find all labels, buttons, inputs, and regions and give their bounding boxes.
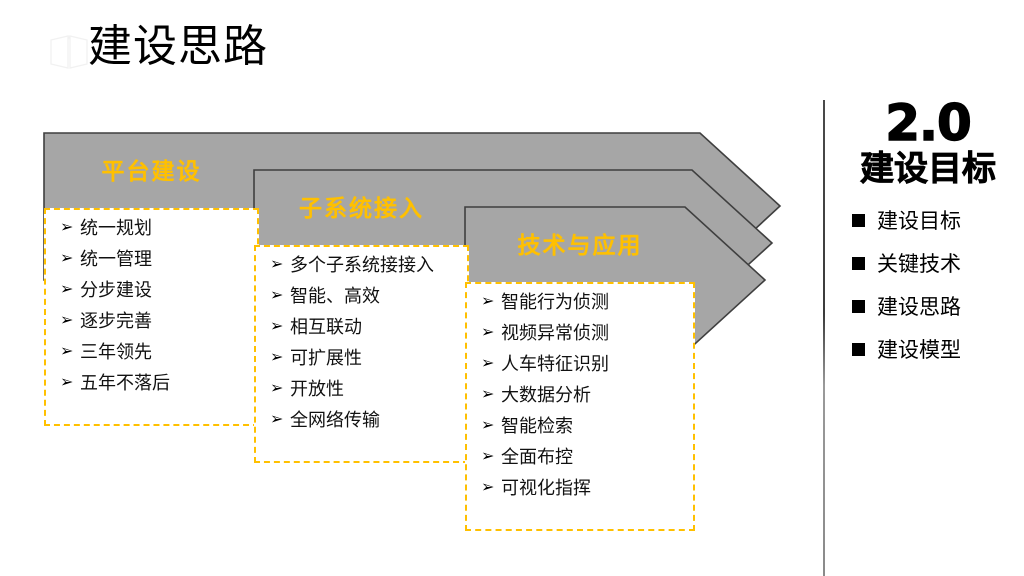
arrow-bullet-icon: ➢ — [481, 477, 495, 496]
sidebar-item-jianshemubiao[interactable]: 建设目标 — [852, 205, 1018, 235]
open-book-icon — [50, 35, 88, 69]
list-item[interactable]: ➢ 逐步完善 — [46, 310, 257, 331]
list-item-label: 统一规划 — [80, 218, 152, 238]
arrow-bullet-icon: ➢ — [270, 409, 284, 428]
list-item-label: 分步建设 — [80, 280, 152, 300]
list-item-label: 多个子系统接接入 — [290, 255, 434, 275]
list-item-label: 相互联动 — [290, 317, 362, 337]
list-item-label: 可视化指挥 — [501, 478, 591, 498]
list-item[interactable]: ➢ 全网络传输 — [256, 409, 467, 430]
arrow-bullet-icon: ➢ — [270, 347, 284, 366]
arrow-bullet-icon: ➢ — [481, 446, 495, 465]
square-bullet-icon — [852, 342, 865, 356]
arrow-bullet-icon: ➢ — [481, 291, 495, 310]
flow-list-2: ➢ 多个子系统接接入 ➢ 智能、高效 ➢ 相互联动 ➢ 可扩展性 ➢ 开放性 ➢… — [254, 245, 469, 463]
sidebar-item-jianshesilu[interactable]: 建设思路 — [852, 291, 1018, 321]
square-bullet-icon — [852, 256, 865, 270]
arrow-bullet-icon: ➢ — [270, 285, 284, 304]
sidebar-item-label: 建设目标 — [877, 210, 961, 234]
arrow-bullet-icon: ➢ — [481, 384, 495, 403]
list-item-label: 逐步完善 — [80, 311, 152, 331]
arrow-bullet-icon: ➢ — [60, 217, 74, 236]
page-title: 建设思路 — [88, 22, 268, 71]
sidebar-item-jianshemoxing[interactable]: 建设模型 — [852, 334, 1018, 364]
flow-header-1: 平台建设 — [101, 158, 202, 184]
list-item-label: 三年领先 — [80, 342, 152, 362]
list-item-label: 五年不落后 — [80, 373, 170, 393]
list-item[interactable]: ➢ 统一规划 — [46, 217, 257, 238]
sidebar-divider — [823, 100, 825, 576]
list-item[interactable]: ➢ 视频异常侦测 — [467, 322, 693, 343]
sidebar-item-label: 建设思路 — [877, 296, 961, 320]
arrow-bullet-icon: ➢ — [481, 415, 495, 434]
sidebar-heading: 建设目标 — [860, 150, 997, 189]
square-bullet-icon — [852, 299, 865, 313]
arrow-bullet-icon: ➢ — [481, 353, 495, 372]
arrow-bullet-icon: ➢ — [60, 279, 74, 298]
arrow-bullet-icon: ➢ — [60, 372, 74, 391]
list-item[interactable]: ➢ 分步建设 — [46, 279, 257, 300]
list-item[interactable]: ➢ 智能、高效 — [256, 285, 467, 306]
square-bullet-icon — [852, 213, 865, 227]
list-item-label: 可扩展性 — [290, 348, 362, 368]
list-item-label: 统一管理 — [80, 249, 152, 269]
list-item[interactable]: ➢ 可视化指挥 — [467, 477, 693, 498]
list-item[interactable]: ➢ 统一管理 — [46, 248, 257, 269]
list-item-label: 智能行为侦测 — [501, 292, 609, 312]
list-item[interactable]: ➢ 全面布控 — [467, 446, 693, 467]
list-item-label: 全网络传输 — [290, 410, 380, 430]
arrow-bullet-icon: ➢ — [270, 254, 284, 273]
sidebar-version-number: 2.0 — [885, 94, 973, 152]
arrow-bullet-icon: ➢ — [481, 322, 495, 341]
arrow-bullet-icon: ➢ — [270, 316, 284, 335]
flow-list-1: ➢ 统一规划 ➢ 统一管理 ➢ 分步建设 ➢ 逐步完善 ➢ 三年领先 ➢ 五年不… — [44, 208, 259, 426]
arrow-bullet-icon: ➢ — [60, 248, 74, 267]
sidebar-item-guanjianjishu[interactable]: 关键技术 — [852, 248, 1018, 278]
list-item[interactable]: ➢ 智能行为侦测 — [467, 291, 693, 312]
list-item[interactable]: ➢ 人车特征识别 — [467, 353, 693, 374]
list-item[interactable]: ➢ 五年不落后 — [46, 372, 257, 393]
list-item-label: 智能检索 — [501, 416, 573, 436]
list-item-label: 大数据分析 — [501, 385, 591, 405]
list-item[interactable]: ➢ 大数据分析 — [467, 384, 693, 405]
list-item-label: 开放性 — [290, 379, 344, 399]
arrow-bullet-icon: ➢ — [270, 378, 284, 397]
arrow-bullet-icon: ➢ — [60, 341, 74, 360]
sidebar-item-label: 建设模型 — [877, 339, 961, 363]
sidebar-item-label: 关键技术 — [877, 253, 961, 277]
list-item-label: 全面布控 — [501, 447, 573, 467]
list-item-label: 人车特征识别 — [501, 354, 609, 374]
flow-list-3: ➢ 智能行为侦测 ➢ 视频异常侦测 ➢ 人车特征识别 ➢ 大数据分析 ➢ 智能检… — [465, 282, 695, 531]
sidebar-nav-list: 建设目标 关键技术 建设思路 建设模型 — [838, 205, 1018, 364]
list-item[interactable]: ➢ 相互联动 — [256, 316, 467, 337]
arrow-bullet-icon: ➢ — [60, 310, 74, 329]
list-item-label: 视频异常侦测 — [501, 323, 609, 343]
sidebar: 2.0 建设目标 建设目标 关键技术 建设思路 建设模型 — [838, 94, 1018, 377]
list-item[interactable]: ➢ 三年领先 — [46, 341, 257, 362]
flow-header-2: 子系统接入 — [299, 195, 424, 221]
list-item[interactable]: ➢ 多个子系统接接入 — [256, 254, 467, 275]
list-item-label: 智能、高效 — [290, 286, 380, 306]
list-item[interactable]: ➢ 可扩展性 — [256, 347, 467, 368]
flow-header-3: 技术与应用 — [517, 232, 643, 258]
list-item[interactable]: ➢ 开放性 — [256, 378, 467, 399]
list-item[interactable]: ➢ 智能检索 — [467, 415, 693, 436]
